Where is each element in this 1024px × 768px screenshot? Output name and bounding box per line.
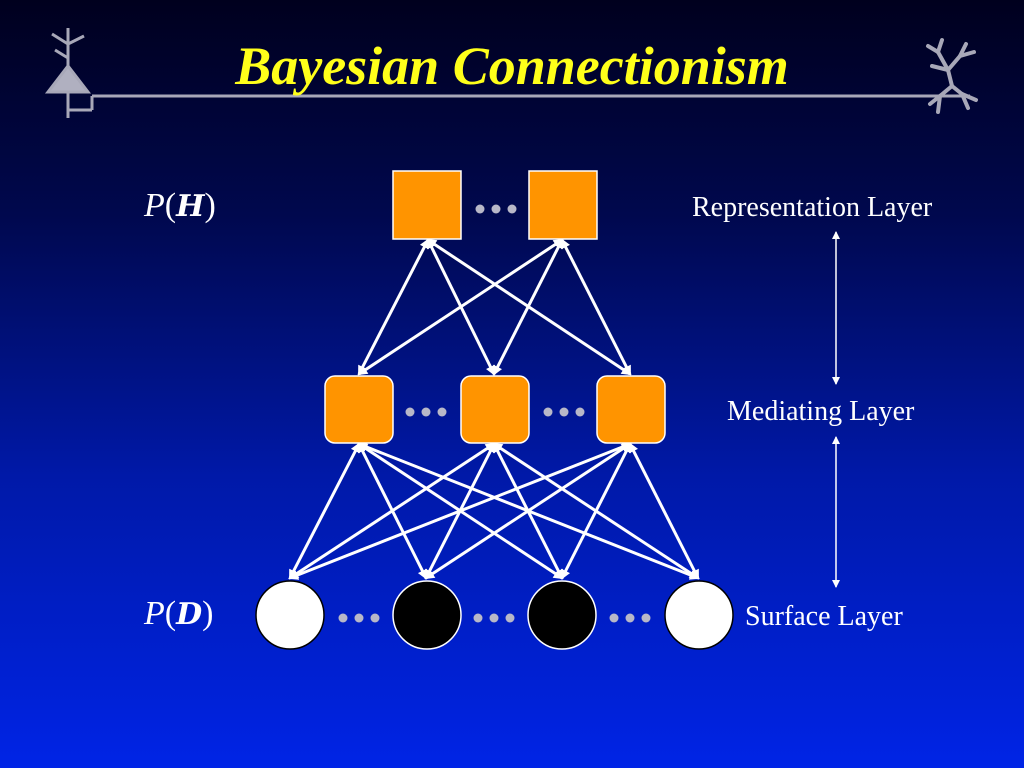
slide-title: Bayesian Connectionism (235, 36, 789, 96)
connections-med-surf (288, 442, 700, 580)
ellipsis-surface-3 (609, 613, 651, 623)
mediating-layer-label: Mediating Layer (727, 396, 915, 427)
formula-p: P (144, 187, 165, 224)
edge (288, 442, 632, 580)
surface-node-3 (527, 580, 597, 650)
prior-hypothesis-formula: P(H) (144, 186, 216, 227)
ellipsis-representation (475, 204, 517, 214)
representation-layer-label: Representation Layer (692, 192, 933, 223)
formula-close-paren: ) (202, 595, 214, 632)
formula-symbol: H (176, 189, 205, 224)
neuron-dendrite-icon (926, 38, 978, 114)
neuron-schematic-icon (44, 28, 94, 118)
representation-node-2 (528, 170, 598, 240)
connections-rep-med (357, 238, 632, 376)
ellipsis-surface-1 (338, 613, 380, 623)
edge (357, 238, 430, 376)
surface-layer-label: Surface Layer (745, 601, 903, 632)
formula-open-paren: ( (164, 595, 177, 632)
formula-p: P (144, 595, 165, 632)
representation-node-1 (392, 170, 462, 240)
edge (628, 442, 700, 580)
formula-symbol: D (176, 597, 203, 632)
edge (492, 238, 564, 376)
mediating-node-3 (596, 375, 666, 444)
formula-open-paren: ( (164, 187, 177, 224)
mediating-node-2 (460, 375, 530, 444)
ellipsis-surface-2 (473, 613, 515, 623)
surface-node-4 (664, 580, 734, 650)
data-probability-formula: P(D) (144, 594, 213, 635)
ellipsis-mediating-2 (543, 407, 585, 417)
edge (560, 442, 632, 580)
edge (288, 442, 361, 580)
mediating-node-1 (324, 375, 394, 444)
edge (560, 238, 632, 376)
formula-close-paren: ) (204, 187, 216, 224)
surface-node-2 (392, 580, 462, 650)
ellipsis-mediating-1 (405, 407, 447, 417)
surface-node-1 (255, 580, 325, 650)
